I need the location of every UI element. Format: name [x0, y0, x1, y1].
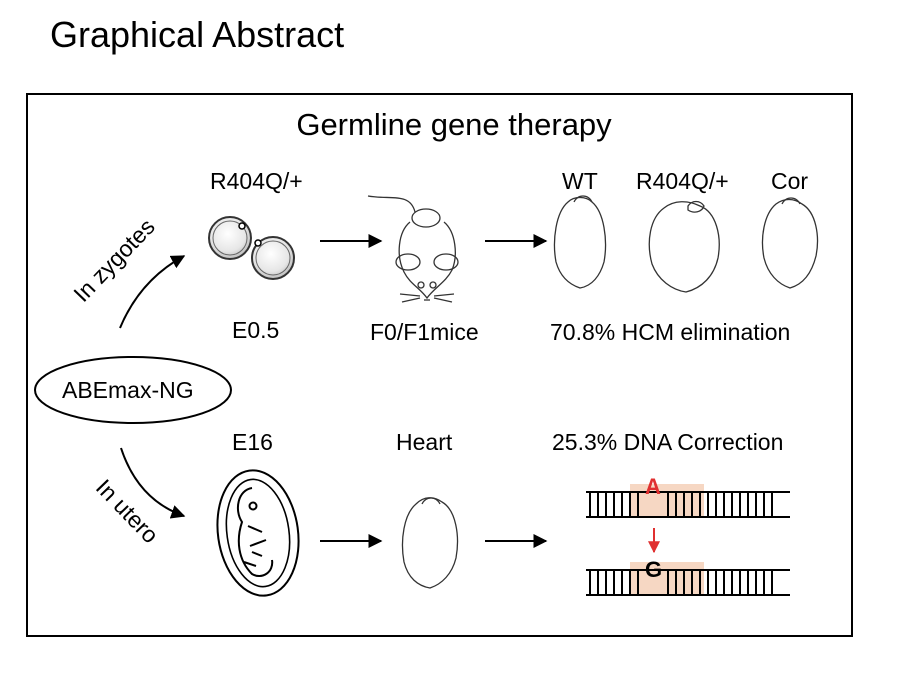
genotype-label: R404Q/+ [210, 168, 303, 194]
heart-label-cor: Cor [771, 168, 809, 194]
organ-label: Heart [396, 429, 453, 455]
mice-label: F0/F1mice [370, 319, 479, 345]
stage-label-bottom: E16 [232, 429, 273, 455]
zygotes-icon [208, 216, 295, 280]
heart-wt-icon [553, 195, 607, 289]
arrow-to-zygotes [119, 255, 186, 329]
result-label-bottom: 25.3% DNA Correction [552, 429, 784, 455]
center-label: ABEmax-NG [62, 377, 194, 403]
heart-label-wt: WT [562, 168, 598, 194]
arrow-to-utero [120, 447, 186, 519]
mouse-icon [367, 195, 459, 303]
abemax-ellipse [34, 356, 232, 424]
panel-title: Germline gene therapy [296, 107, 612, 142]
heart-r404q-icon [648, 200, 720, 293]
result-label-top: 70.8% HCM elimination [550, 319, 791, 345]
dna-before-icon [586, 484, 790, 518]
heart-utero-icon [401, 497, 459, 589]
heart-label-r404q: R404Q/+ [636, 168, 729, 194]
stage-label-top: E0.5 [232, 317, 280, 343]
page-title: Graphical Abstract [50, 14, 345, 55]
abstract-frame [26, 93, 853, 637]
embryo-icon [216, 469, 300, 597]
heart-cor-icon [761, 197, 819, 289]
base-before-label: A [645, 474, 661, 499]
base-after-label: G [645, 557, 663, 582]
dna-after-icon [586, 562, 790, 596]
